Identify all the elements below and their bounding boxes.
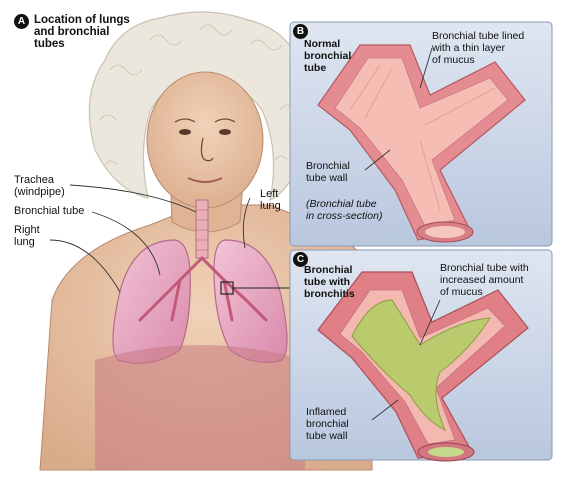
- label-mucus-layer: Bronchial tube lined with a thin layer o…: [432, 30, 524, 66]
- label-trachea: Trachea (windpipe): [14, 174, 65, 198]
- label-cross-section: (Bronchial tube in cross-section): [306, 198, 382, 222]
- panel-a-title: Location of lungs and bronchial tubes: [34, 14, 130, 50]
- label-tube-wall: Bronchial tube wall: [306, 160, 350, 184]
- panel-b-title: Normal bronchial tube: [304, 38, 351, 74]
- badge-b: B: [293, 24, 308, 39]
- face: [147, 72, 263, 208]
- label-increased-mucus: Bronchial tube with increased amount of …: [440, 262, 529, 298]
- label-right-lung: Right lung: [14, 224, 40, 248]
- panel-c-title: Bronchial tube with bronchitis: [304, 264, 355, 300]
- label-left-lung: Left lung: [260, 188, 281, 212]
- diaphragm: [95, 345, 305, 470]
- label-bronchial-tube: Bronchial tube: [14, 205, 84, 217]
- label-inflamed-wall: Inflamed bronchial tube wall: [306, 406, 349, 442]
- trachea: [196, 200, 208, 258]
- badge-a: A: [14, 14, 29, 29]
